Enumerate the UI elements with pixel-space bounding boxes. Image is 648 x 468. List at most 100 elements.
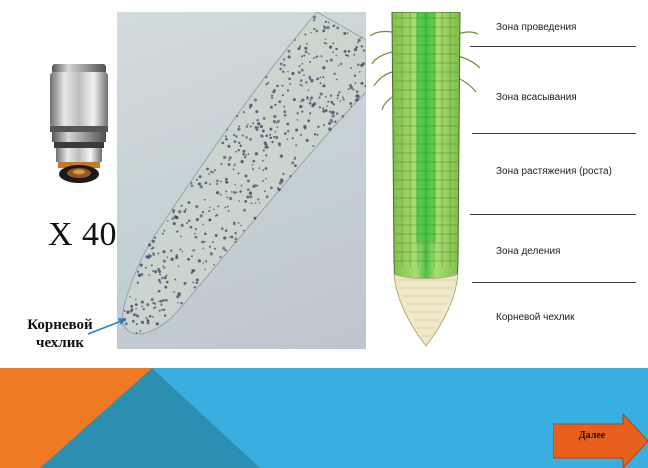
cell-nucleus <box>297 47 300 50</box>
cell-nucleus <box>148 254 150 256</box>
cell-nucleus <box>136 323 138 325</box>
cell-nucleus <box>312 145 314 147</box>
cell-nucleus <box>332 114 335 117</box>
cell-nucleus <box>322 107 324 109</box>
cell-nucleus <box>216 191 219 194</box>
cell-nucleus <box>251 164 253 166</box>
cell-nucleus <box>288 55 291 58</box>
cell-nucleus <box>192 249 195 252</box>
cell-nucleus <box>210 171 212 173</box>
cell-nucleus <box>223 236 226 239</box>
cell-nucleus <box>330 95 332 97</box>
root-cap-caption-line1: Корневой <box>8 316 112 334</box>
cell-nucleus <box>235 238 238 241</box>
cell-nucleus <box>271 141 273 143</box>
cell-nucleus <box>322 29 325 32</box>
cell-nucleus <box>307 89 309 91</box>
cell-nucleus <box>280 179 282 181</box>
cell-nucleus <box>278 144 280 146</box>
next-button[interactable]: Далее <box>553 414 648 468</box>
cell-nucleus <box>152 316 154 318</box>
cell-nucleus <box>349 84 352 87</box>
cell-nucleus <box>152 240 155 243</box>
cell-nucleus <box>250 125 252 127</box>
cell-nucleus <box>209 246 211 248</box>
cell-nucleus <box>201 240 204 243</box>
cell-nucleus <box>287 89 289 91</box>
cell-nucleus <box>135 303 138 306</box>
cell-nucleus <box>214 248 216 250</box>
cell-nucleus <box>266 83 268 85</box>
cell-nucleus <box>305 81 307 83</box>
cell-nucleus <box>145 255 148 258</box>
cell-nucleus <box>235 191 237 193</box>
cell-nucleus <box>297 112 299 114</box>
cell-nucleus <box>241 160 244 163</box>
cell-nucleus <box>312 103 315 106</box>
cell-nucleus <box>185 208 187 210</box>
cell-nucleus <box>163 260 166 263</box>
cell-nucleus <box>361 45 364 48</box>
cell-nucleus <box>252 168 254 170</box>
cell-nucleus <box>165 275 167 277</box>
cell-nucleus <box>203 262 205 264</box>
cell-nucleus <box>257 198 259 200</box>
cell-nucleus <box>160 300 163 303</box>
cell-nucleus <box>164 276 167 279</box>
cell-nucleus <box>209 183 211 185</box>
cell-nucleus <box>336 27 339 30</box>
cell-nucleus <box>311 96 313 98</box>
cell-nucleus <box>298 71 301 74</box>
cell-nucleus <box>214 169 216 171</box>
cell-nucleus <box>359 71 361 73</box>
cell-nucleus <box>353 54 355 56</box>
cell-nucleus <box>291 161 294 164</box>
cell-nucleus <box>343 99 345 101</box>
cell-nucleus <box>287 138 289 140</box>
cell-nucleus <box>257 127 259 129</box>
cell-nucleus <box>148 244 151 247</box>
cell-nucleus <box>234 165 236 167</box>
cell-nucleus <box>202 248 204 250</box>
cell-nucleus <box>209 218 212 221</box>
cell-nucleus <box>190 182 192 184</box>
cell-nucleus <box>160 304 162 306</box>
cell-nucleus <box>157 252 159 254</box>
cell-nucleus <box>215 234 218 237</box>
cell-nucleus <box>190 226 193 229</box>
cell-nucleus <box>191 184 194 187</box>
cell-nucleus <box>216 180 219 183</box>
cell-nucleus <box>234 184 236 186</box>
cell-nucleus <box>173 222 176 225</box>
cell-nucleus <box>159 281 162 284</box>
cell-nucleus <box>310 32 312 34</box>
cell-nucleus <box>254 217 257 220</box>
cell-nucleus <box>301 55 303 57</box>
root-cap-caption: Корневой чехлик <box>8 316 112 352</box>
root-cap-caption-line2: чехлик <box>8 334 112 352</box>
cell-nucleus <box>145 267 147 269</box>
cell-nucleus <box>287 71 289 73</box>
cell-nucleus <box>320 55 322 57</box>
cell-nucleus <box>249 192 252 195</box>
cell-nucleus <box>262 129 265 132</box>
cell-nucleus <box>305 50 308 53</box>
cell-nucleus <box>271 95 273 97</box>
cell-nucleus <box>328 22 330 24</box>
cell-nucleus <box>354 48 357 51</box>
cell-nucleus <box>252 122 254 124</box>
cell-nucleus <box>326 26 329 29</box>
cell-nucleus <box>347 55 349 57</box>
cell-nucleus <box>151 248 153 250</box>
cell-nucleus <box>181 205 183 207</box>
cell-nucleus <box>141 301 144 304</box>
cell-nucleus <box>149 315 152 318</box>
cell-nucleus <box>233 134 235 136</box>
cell-nucleus <box>313 16 316 19</box>
cell-nucleus <box>162 299 165 302</box>
cell-nucleus <box>196 278 199 281</box>
cell-nucleus <box>166 281 169 284</box>
cell-nucleus <box>313 57 315 59</box>
cell-nucleus <box>274 131 276 133</box>
cell-nucleus <box>314 133 317 136</box>
